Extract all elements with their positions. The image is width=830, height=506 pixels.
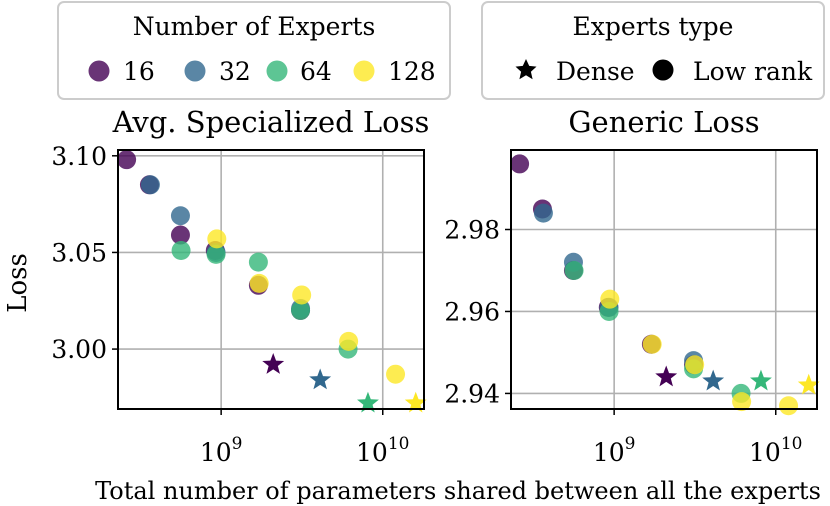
data-point-low-rank-128: [732, 392, 752, 412]
gridlines: [511, 150, 817, 409]
data-points: [117, 150, 427, 413]
circle-icon: [652, 59, 674, 81]
data-point-low-rank-64: [291, 300, 311, 320]
legend-frame: [57, 1, 451, 100]
x-tick-base: 10: [356, 438, 388, 467]
data-point-low-rank-64: [171, 241, 191, 261]
legend-item-dense: Dense: [515, 57, 635, 86]
data-point-dense-16: [262, 353, 285, 374]
legend-number-of-experts: Number of Experts 16 32 64 128: [57, 1, 451, 100]
y-tick-label: 3.05: [51, 238, 107, 267]
legend-marker-32: [184, 60, 206, 82]
legend-label-32: 32: [219, 57, 251, 86]
y-tick-label: 2.94: [444, 379, 500, 408]
data-point-low-rank-16: [170, 225, 190, 245]
plot-frame: [117, 149, 425, 410]
legend-label-128: 128: [388, 57, 436, 86]
x-tick-base: 10: [200, 438, 232, 467]
x-tick-base: 10: [749, 438, 781, 467]
y-tick-label: 3.10: [51, 142, 107, 171]
legend-label-dense: Dense: [556, 57, 635, 86]
legend-item-low-rank: Low rank: [652, 57, 813, 86]
x-tick-label: 109: [200, 434, 243, 467]
data-point-dense-64: [357, 391, 379, 413]
data-point-low-rank-128: [207, 229, 227, 249]
data-point-low-rank-32: [533, 203, 553, 223]
legend-item-64: 64: [266, 57, 332, 86]
legend-experts-type: Experts type Dense Low rank: [481, 1, 825, 100]
y-axis-label: Loss: [3, 253, 33, 313]
data-point-low-rank-64: [248, 252, 268, 272]
legend-item-32: 32: [184, 57, 251, 86]
data-point-low-rank-128: [339, 331, 359, 351]
x-axis-label: Total number of parameters shared betwee…: [95, 477, 821, 505]
star-icon: [515, 59, 537, 80]
x-tick-label: 1010: [356, 434, 409, 467]
data-point-low-rank-128: [642, 334, 662, 354]
data-point-low-rank-128: [292, 285, 312, 305]
legend-label-16: 16: [123, 57, 155, 86]
data-point-low-rank-16: [117, 150, 137, 170]
legend-item-16: 16: [88, 57, 155, 86]
data-point-low-rank-128: [600, 289, 620, 309]
y-tick-label: 2.96: [444, 297, 500, 326]
data-point-low-rank-128: [779, 396, 799, 416]
x-tick-exponent: 10: [781, 434, 803, 454]
plot-background: [511, 150, 817, 409]
data-point-dense-32: [309, 368, 332, 390]
data-point-low-rank-64: [564, 260, 584, 280]
data-point-dense-64: [750, 369, 772, 391]
gridlines: [118, 150, 424, 409]
data-point-low-rank-64: [206, 244, 226, 264]
legend-marker-128: [353, 60, 375, 82]
data-point-low-rank-128: [249, 273, 269, 293]
x-tick-label: 1010: [749, 434, 802, 467]
legend-marker-64: [266, 60, 288, 82]
data-point-low-rank-32: [140, 175, 160, 195]
y-tick-label: 2.98: [444, 216, 500, 245]
panel-title: Generic Loss: [568, 105, 759, 139]
x-tick-exponent: 9: [625, 434, 636, 454]
data-point-low-rank-128: [685, 355, 705, 375]
x-tick-exponent: 9: [232, 434, 243, 454]
data-points: [510, 154, 820, 416]
panel-title: Avg. Specialized Loss: [112, 105, 430, 139]
x-tick-base: 10: [593, 438, 625, 467]
data-point-low-rank-128: [386, 364, 406, 384]
legend-frame: [481, 1, 825, 100]
legend-title: Number of Experts: [133, 12, 376, 41]
legend-item-128: 128: [353, 57, 436, 86]
legend-title: Experts type: [573, 12, 734, 41]
data-point-dense-128: [404, 391, 427, 413]
x-tick-exponent: 10: [388, 434, 410, 454]
data-point-low-rank-32: [170, 206, 190, 226]
data-point-dense-128: [797, 373, 820, 395]
x-tick-label: 109: [593, 434, 636, 467]
y-tick-label: 3.00: [51, 335, 107, 364]
legend-label-64: 64: [300, 57, 332, 86]
legend-label-low-rank: Low rank: [693, 57, 813, 86]
plot-frame: [510, 149, 818, 410]
data-point-dense-16: [655, 365, 678, 387]
data-point-dense-32: [702, 369, 725, 391]
data-point-low-rank-16: [510, 154, 530, 174]
legend-marker-16: [88, 60, 110, 82]
